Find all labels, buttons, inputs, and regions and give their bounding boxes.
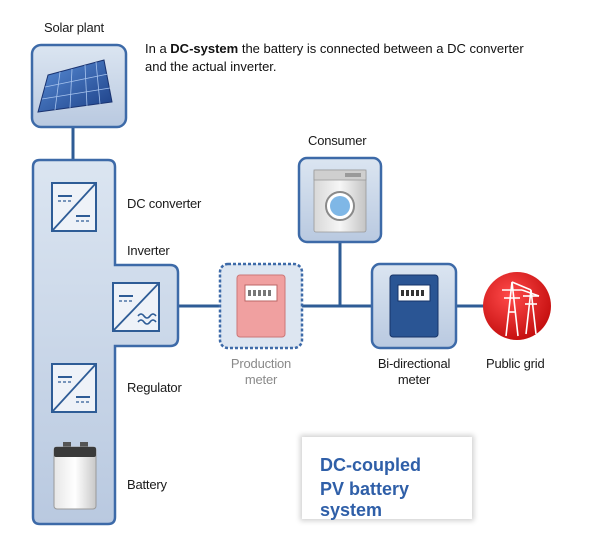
regulator-label: Regulator — [127, 380, 182, 395]
bidirectional-meter-label: Bi-directional meter — [360, 356, 468, 388]
regulator-icon — [51, 363, 97, 413]
dc-converter-label: DC converter — [127, 196, 202, 211]
bidirectional-meter-icon — [389, 274, 439, 338]
title-line2: PV battery system — [320, 479, 410, 520]
production-meter-label: Production meter — [216, 356, 306, 388]
consumer-box — [297, 156, 383, 244]
washing-machine-icon — [313, 169, 367, 233]
inverter-label: Inverter — [127, 243, 170, 258]
inverter-icon — [112, 282, 160, 332]
description-prefix: In a — [145, 41, 171, 56]
solar-plant-box — [30, 43, 128, 129]
description-line2: and the actual inverter. — [145, 59, 277, 74]
bidirectional-meter-box — [370, 262, 458, 350]
bidirectional-meter-label-line1: Bi-directional — [377, 356, 451, 371]
battery-label: Battery — [127, 477, 167, 492]
description-text: In a DC-system the battery is connected … — [145, 40, 545, 76]
solar-plant-label: Solar plant — [44, 20, 104, 35]
production-meter-box — [218, 262, 304, 350]
bidirectional-meter-label-line2: meter — [397, 372, 431, 387]
description-rest: the battery is connected between a DC co… — [238, 41, 524, 56]
title-line1: DC-coupled — [320, 455, 421, 475]
description-bold: DC-system — [170, 41, 239, 56]
solar-panel-icon — [37, 59, 113, 113]
production-meter-label-line1: Production — [230, 356, 292, 371]
consumer-label: Consumer — [308, 133, 367, 148]
production-meter-label-line2: meter — [244, 372, 278, 387]
dc-converter-icon — [51, 182, 97, 232]
public-grid-label: Public grid — [486, 356, 545, 371]
public-grid-icon — [483, 272, 551, 340]
battery-icon — [53, 442, 97, 510]
dc-system-panel — [31, 158, 180, 526]
production-meter-icon — [236, 274, 286, 338]
title-box: DC-coupled PV battery system — [302, 437, 472, 520]
